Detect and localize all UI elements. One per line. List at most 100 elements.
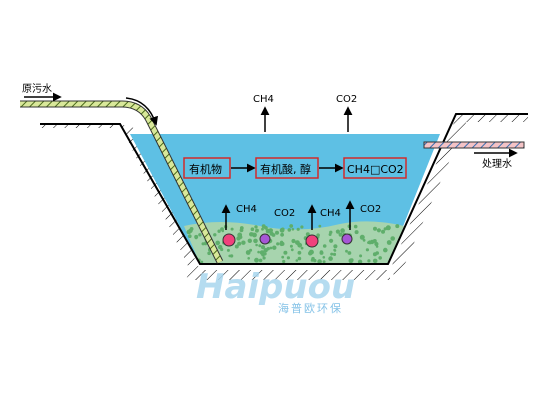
sludge-particle [264, 226, 268, 230]
sludge-particle [329, 238, 334, 243]
sludge-particle [247, 257, 250, 260]
box-acids-text: 有机酸, 醇 [260, 162, 311, 176]
sludge-particle [234, 244, 239, 249]
sludge-particle [322, 255, 326, 259]
sludge-particle [345, 249, 348, 253]
gas-label-top-right: CO2 [336, 94, 357, 105]
sludge-particle [338, 232, 343, 237]
sludge-particle [200, 260, 204, 264]
sludge-particle [281, 255, 285, 259]
sludge-particle [295, 259, 299, 262]
sludge-particle [332, 252, 337, 256]
sludge-particle [226, 248, 230, 252]
sludge-particle [247, 238, 252, 243]
sludge-particle [258, 244, 262, 248]
sludge-gas-label-4: CO2 [360, 204, 381, 215]
sludge-particle [291, 238, 296, 244]
sludge-particle [348, 258, 354, 264]
sludge-particle [286, 256, 290, 260]
sludge-particle [378, 256, 383, 260]
sludge-particle [319, 250, 323, 254]
sludge-gas-label-1: CH4 [236, 204, 257, 215]
sludge-particle [188, 234, 192, 238]
sludge-particle [385, 225, 391, 231]
sludge-particle [322, 244, 327, 248]
sludge-particle [383, 247, 388, 253]
sludge-particle [201, 242, 205, 246]
sludge-particle [295, 240, 300, 246]
sludge-particle [289, 224, 294, 228]
sludge-particles [186, 224, 400, 264]
sludge-particle [255, 243, 258, 247]
sludge-particle [372, 239, 377, 243]
sludge-particle [347, 251, 352, 255]
sludge-particle [237, 232, 243, 238]
sludge-particle [328, 256, 333, 261]
sludge-particle [373, 226, 377, 231]
sludge-particle [239, 228, 244, 233]
box-organic-text: 有机物 [189, 162, 222, 176]
sludge-particle [252, 232, 257, 238]
sludge-particle [390, 236, 396, 241]
sludge-particle [318, 224, 322, 228]
sludge-particle [260, 245, 266, 250]
sludge-particle [372, 258, 378, 264]
sludge-particle [357, 259, 363, 264]
sludge-particle [329, 230, 333, 234]
sludge-particle [237, 241, 242, 246]
outflow-pipe [423, 141, 525, 149]
sludge-particle [300, 246, 304, 250]
gas-label-top-left: CH4 [253, 94, 274, 105]
sludge-particle [262, 256, 266, 260]
sludge-particle [383, 227, 387, 231]
sludge-particle [359, 234, 365, 240]
methane-bubble-2 [305, 234, 319, 248]
sludge-particle [241, 240, 246, 245]
sludge-particle [310, 258, 314, 262]
sludge-particle [254, 257, 259, 263]
sludge-particle [296, 227, 300, 231]
sludge-particle [313, 258, 317, 263]
sludge-gas-label-2: CO2 [274, 208, 295, 219]
sludge-particle [297, 250, 302, 255]
sludge-particle [217, 229, 221, 233]
sludge-particle [365, 248, 369, 252]
sludge-particle [255, 228, 259, 233]
sludge-particle [395, 224, 400, 229]
sludge-particle [281, 227, 285, 232]
sludge-particle [316, 233, 320, 237]
sludge-particle [280, 232, 284, 237]
inflow-label: 原污水 [22, 83, 52, 95]
sludge-particle [220, 227, 224, 232]
sludge-particle [271, 233, 276, 237]
sludge-particle [289, 244, 293, 248]
sludge-particle [230, 227, 234, 231]
sludge-particle [290, 248, 294, 252]
box-products [343, 157, 407, 179]
flow-curve-arrow [125, 97, 158, 126]
watermark-brand: Haipuou [196, 267, 355, 307]
sludge-particle [374, 241, 379, 247]
sludge-particle [333, 248, 336, 252]
sludge-particle [276, 242, 280, 246]
sludge-particle [375, 245, 379, 248]
sludge-particle [282, 259, 286, 264]
sludge-particle [362, 238, 366, 242]
sludge-particle [367, 259, 371, 263]
sludge-particle [283, 250, 288, 255]
sludge-particle [258, 258, 263, 263]
sludge-particle [218, 244, 223, 250]
sludge-particle [272, 245, 277, 250]
tank-outline [40, 113, 528, 265]
sludge-particle [297, 256, 302, 261]
sludge-particle [188, 228, 193, 233]
sludge-particle [254, 225, 258, 229]
sludge-particle [340, 228, 345, 233]
sludge-particle [322, 260, 326, 264]
sludge-particle [335, 229, 340, 234]
watermark-subtitle: 海普欧环保 [278, 301, 343, 315]
sludge-particle [353, 224, 358, 229]
sludge-particle [333, 244, 338, 249]
outflow-label: 处理水 [482, 158, 512, 170]
